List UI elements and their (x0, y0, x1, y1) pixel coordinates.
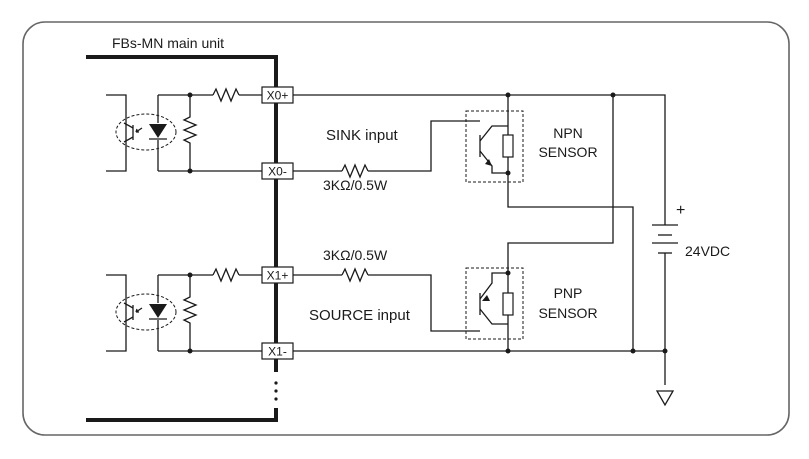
source-input-label: SOURCE input (309, 307, 411, 324)
supply-voltage-label: 24VDC (685, 243, 730, 259)
terminal-x0-plus: X0+ (261, 86, 294, 104)
terminal-x1-plus: X1+ (261, 266, 294, 284)
npn-label-line2: SENSOR (538, 144, 597, 160)
battery-24vdc (652, 224, 678, 385)
npn-label-line1: NPN (553, 125, 583, 141)
svg-text:X0-: X0- (268, 165, 287, 179)
optocoupler-x1 (115, 293, 177, 331)
svg-text:X1-: X1- (268, 345, 287, 359)
battery-plus-sign: + (676, 202, 685, 219)
led-diode-icon (149, 304, 167, 318)
pnp-sensor (465, 267, 524, 351)
svg-text:X1+: X1+ (267, 269, 289, 283)
pnp-label-line2: SENSOR (538, 305, 597, 321)
optocoupler-x0 (115, 113, 177, 151)
pnp-label-line1: PNP (554, 285, 583, 301)
input-channel-x0 (106, 87, 262, 174)
svg-text:X0+: X0+ (267, 89, 289, 103)
led-diode-icon (149, 124, 167, 138)
main-unit-boundary (86, 55, 278, 422)
outer-frame (22, 21, 790, 436)
sink-input-label: SINK input (326, 127, 399, 144)
sink-wiring (293, 92, 666, 225)
resistor-rating-top: 3KΩ/0.5W (323, 177, 388, 193)
npn-sensor (465, 95, 634, 351)
input-channel-x1 (106, 267, 262, 354)
terminal-x0-minus: X0- (261, 162, 294, 180)
ground-icon (655, 390, 675, 407)
main-unit-title: FBs-MN main unit (112, 35, 224, 51)
resistor-rating-bottom: 3KΩ/0.5W (323, 247, 388, 263)
source-wiring (293, 95, 668, 354)
terminal-x1-minus: X1- (261, 342, 294, 360)
